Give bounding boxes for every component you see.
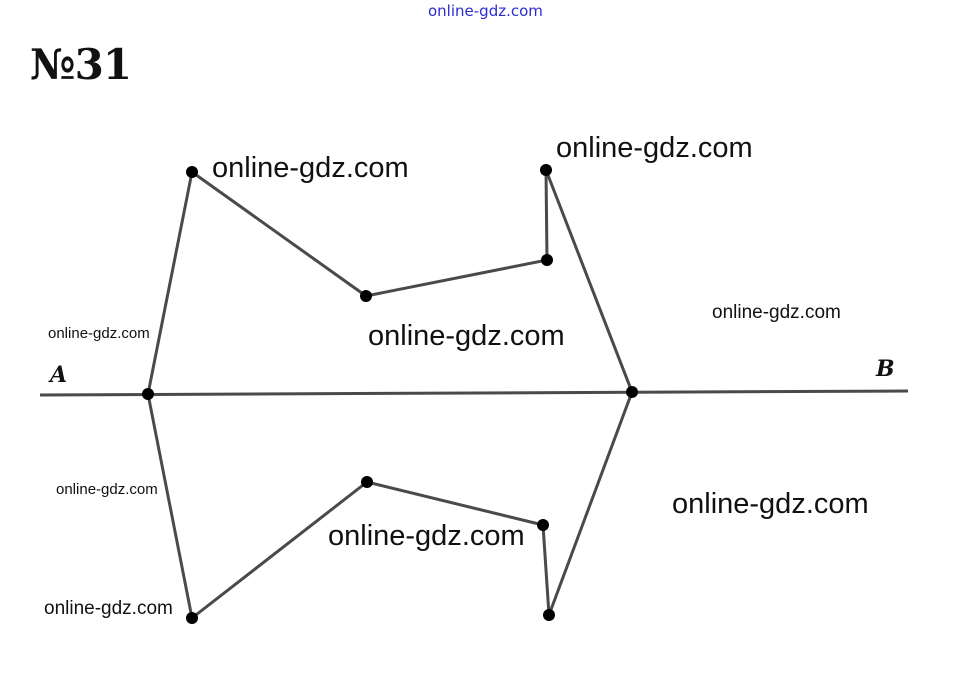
vertex-point bbox=[360, 290, 372, 302]
vertices bbox=[142, 164, 638, 624]
vertex-point bbox=[142, 388, 154, 400]
line-ab bbox=[39, 389, 909, 397]
header-watermark: online-gdz.com bbox=[428, 2, 543, 20]
vertex-point bbox=[361, 476, 373, 488]
watermark: online-gdz.com bbox=[368, 320, 565, 352]
vertex-point bbox=[543, 609, 555, 621]
lower-broken-line bbox=[146, 391, 634, 620]
label-a: A bbox=[48, 362, 67, 388]
watermark: online-gdz.com bbox=[672, 488, 869, 520]
watermark: online-gdz.com bbox=[556, 132, 753, 164]
watermark: online-gdz.com bbox=[44, 598, 173, 619]
watermark: online-gdz.com bbox=[212, 152, 409, 184]
watermark: online-gdz.com bbox=[56, 481, 158, 498]
watermark: online-gdz.com bbox=[48, 325, 150, 342]
vertex-point bbox=[537, 519, 549, 531]
problem-number: №31 bbox=[30, 40, 132, 89]
vertex-point bbox=[186, 166, 198, 178]
upper-broken-line bbox=[146, 168, 634, 395]
vertex-point bbox=[540, 164, 552, 176]
label-b: B bbox=[875, 356, 895, 382]
watermark: online-gdz.com bbox=[712, 302, 841, 323]
vertex-point bbox=[541, 254, 553, 266]
vertex-point bbox=[626, 386, 638, 398]
vertex-point bbox=[186, 612, 198, 624]
watermark: online-gdz.com bbox=[328, 520, 525, 552]
